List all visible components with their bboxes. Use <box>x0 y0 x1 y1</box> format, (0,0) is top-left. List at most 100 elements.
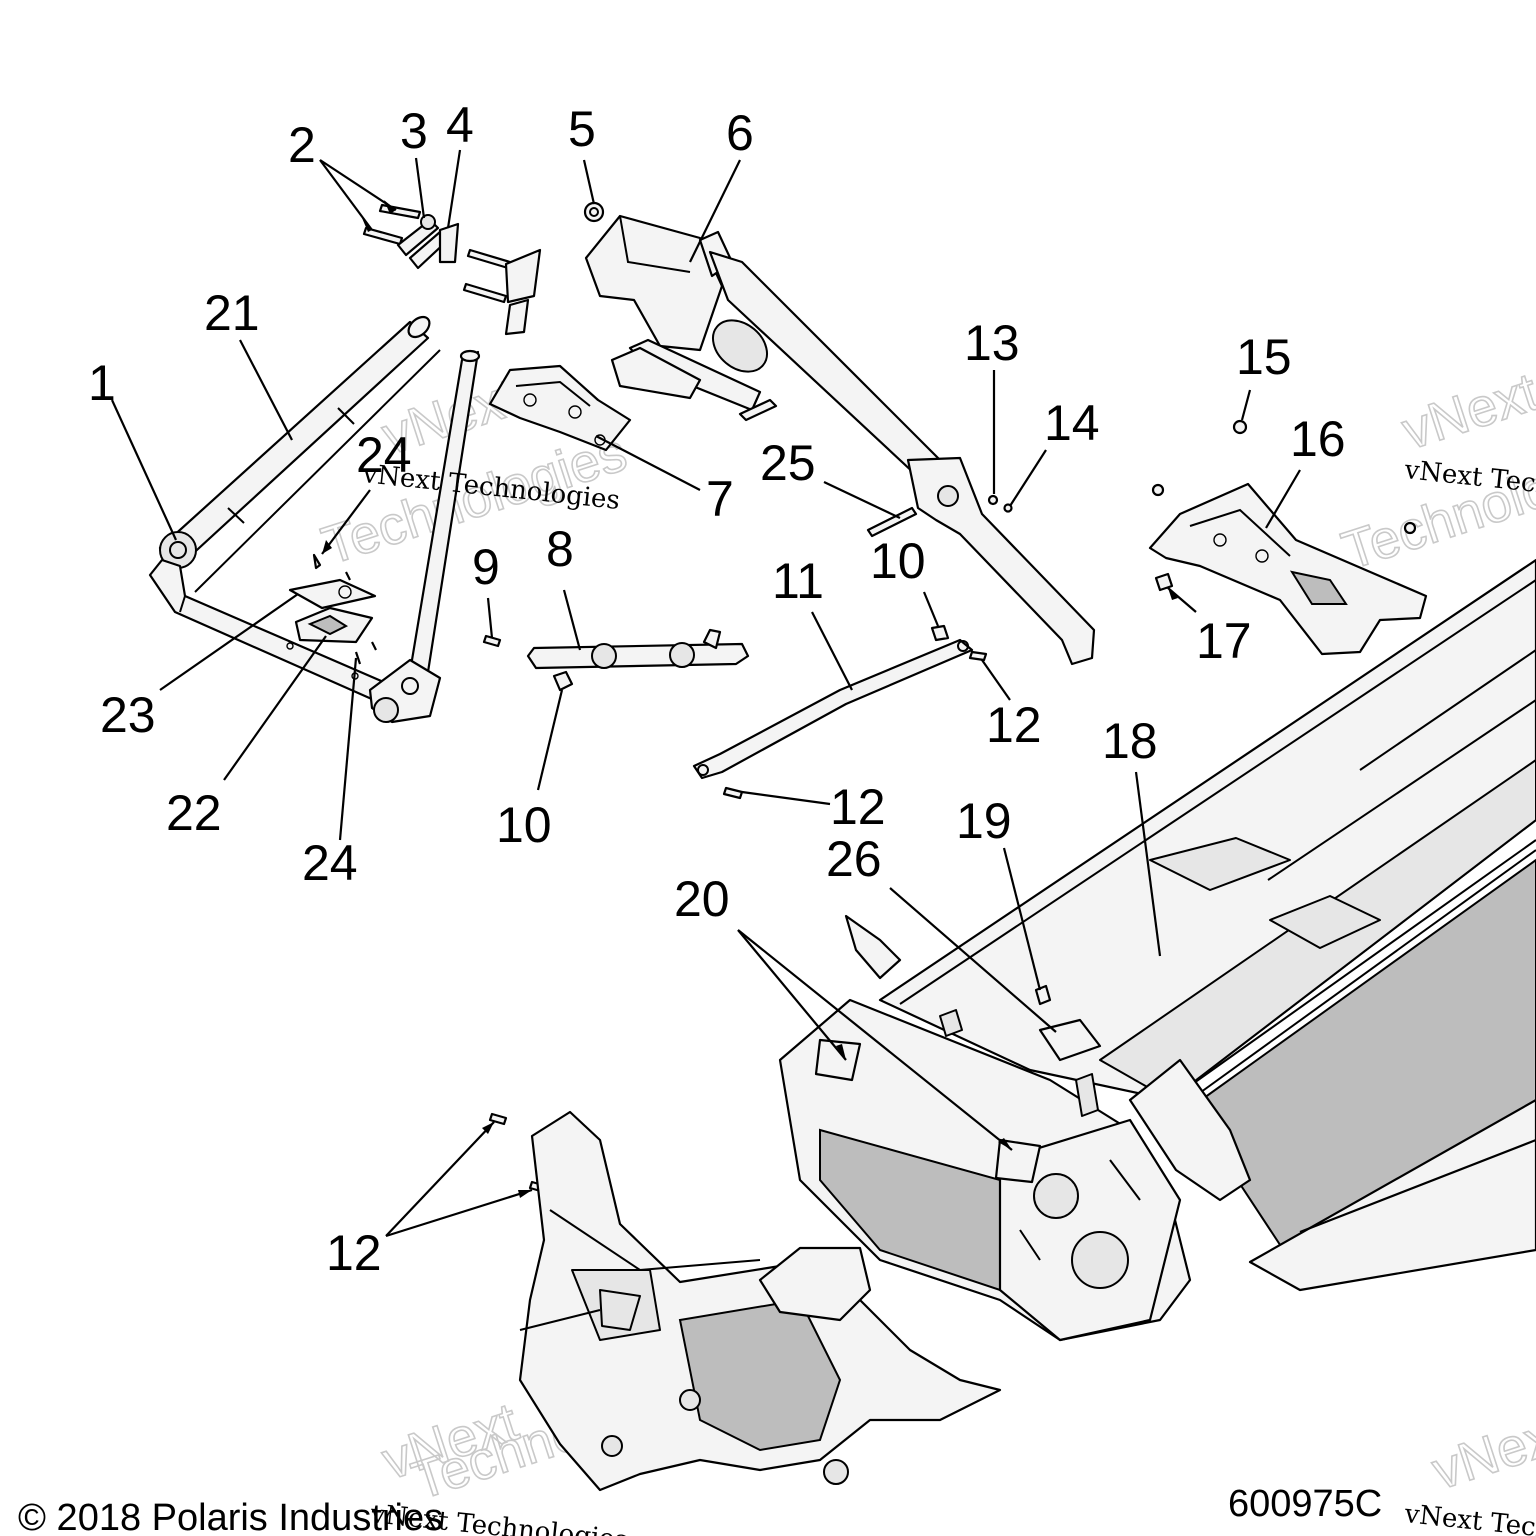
arrowhead-17 <box>1168 588 1178 600</box>
part-bolt-9 <box>482 634 502 648</box>
callout-9: 9 <box>472 539 500 595</box>
arrowhead-2b <box>362 218 372 232</box>
leader-8 <box>562 589 582 651</box>
callout-2: 2 <box>288 117 316 173</box>
watermark-large-4: vNext <box>1395 362 1536 462</box>
callout-6: 6 <box>726 105 754 161</box>
leader-12a <box>981 659 1011 701</box>
leader-16 <box>1265 469 1301 529</box>
leader-15 <box>1240 389 1252 421</box>
leader-7 <box>595 435 701 491</box>
leader-20a <box>737 929 847 1061</box>
leader-20b <box>737 929 1013 1151</box>
copyright-text: © 2018 Polaris Industries <box>18 1497 443 1536</box>
part-bolts-12 <box>488 650 988 1194</box>
part-bracket-16 <box>1148 482 1428 656</box>
watermark-large-7: vNext <box>1425 1402 1536 1502</box>
leader-3 <box>414 157 426 219</box>
callout-10-lower: 10 <box>496 797 552 853</box>
callout-7: 7 <box>706 471 734 527</box>
callout-26: 26 <box>826 831 882 887</box>
footer: © 2018 Polaris Industries 600975C <box>18 1483 1382 1536</box>
part-nut-10b <box>930 624 950 642</box>
part-bracket-7 <box>488 364 632 452</box>
callout-8: 8 <box>546 521 574 577</box>
leader-14 <box>1009 449 1047 507</box>
leader-18 <box>1134 771 1162 957</box>
callout-13: 13 <box>964 315 1020 371</box>
leader-4 <box>446 149 462 229</box>
leader-10a <box>536 689 564 791</box>
part-fasteners-13-14 <box>987 494 1013 513</box>
callout-17: 17 <box>1196 613 1252 669</box>
callout-14: 14 <box>1044 395 1100 451</box>
part-strut-tube <box>368 349 481 724</box>
leader-12c-1 <box>385 1121 495 1237</box>
part-steering-column-6 <box>584 214 1096 666</box>
callout-21: 21 <box>204 285 260 341</box>
callout-11: 11 <box>772 553 824 609</box>
callout-4: 4 <box>446 97 474 153</box>
leader-21 <box>239 339 293 441</box>
leader-23 <box>159 593 299 691</box>
leader-9 <box>486 597 494 639</box>
leader-24b <box>338 657 358 841</box>
callout-24-lower: 24 <box>302 835 358 891</box>
callout-23: 23 <box>100 687 156 743</box>
arrowhead-20a <box>836 1044 846 1060</box>
leader-6 <box>689 159 741 263</box>
leader-2a <box>319 159 397 211</box>
callout-22: 22 <box>166 785 222 841</box>
callout-24-upper: 24 <box>356 427 412 483</box>
part-nut-10a <box>552 670 574 692</box>
arrowhead-2a <box>384 200 396 214</box>
callout-3: 3 <box>400 103 428 159</box>
part-steering-post-21 <box>158 315 431 569</box>
leader-24a <box>321 489 371 555</box>
leader-25 <box>823 481 901 519</box>
callout-12-middle: 12 <box>830 779 886 835</box>
watermark-text-4: vNext Technologies <box>1402 1499 1536 1536</box>
part-bulkhead-20 <box>778 914 1252 1342</box>
callout-25: 25 <box>760 435 816 491</box>
arrowhead-12c-2 <box>518 1190 532 1198</box>
part-bolts-2-3-4 <box>362 203 542 336</box>
leader-5 <box>582 159 596 205</box>
part-tunnel-18 <box>878 558 1536 1292</box>
leader-11 <box>811 611 853 691</box>
part-clip-5 <box>583 201 605 223</box>
arrowhead-12c-1 <box>482 1122 494 1134</box>
leader-10b <box>922 591 940 627</box>
part-plate-23 <box>288 578 377 610</box>
leader-22 <box>223 635 327 781</box>
arrowhead-24a <box>322 540 332 554</box>
callout-18: 18 <box>1102 713 1158 769</box>
callout-labels: 1 2 3 4 5 6 7 8 9 10 10 11 12 12 12 13 1… <box>88 97 1346 1281</box>
part-fastener-19 <box>1034 984 1052 1006</box>
callout-12-right: 12 <box>986 697 1042 753</box>
callout-5: 5 <box>568 101 596 157</box>
part-tie-rod-8 <box>526 628 750 670</box>
callout-15: 15 <box>1236 329 1292 385</box>
leader-2b <box>319 159 373 231</box>
part-bolts-24 <box>312 553 377 665</box>
leader-1 <box>110 399 178 541</box>
leader-17 <box>1167 587 1197 613</box>
callout-19: 19 <box>956 793 1012 849</box>
part-number: 600975C <box>1228 1483 1382 1525</box>
part-nut-15 <box>1232 419 1248 435</box>
part-tie-rod-11 <box>692 638 974 780</box>
leader-lines <box>110 149 1301 1238</box>
leader-19 <box>1002 847 1042 991</box>
arrowhead-20b <box>998 1138 1012 1150</box>
callout-1: 1 <box>88 355 116 411</box>
callout-12-lower: 12 <box>326 1225 382 1281</box>
leader-12c-2 <box>385 1188 533 1238</box>
part-front-frame <box>518 1110 1002 1492</box>
callout-10-upper: 10 <box>870 533 926 589</box>
callout-16: 16 <box>1290 411 1346 467</box>
leader-26 <box>889 887 1057 1033</box>
leader-12b <box>741 790 831 806</box>
